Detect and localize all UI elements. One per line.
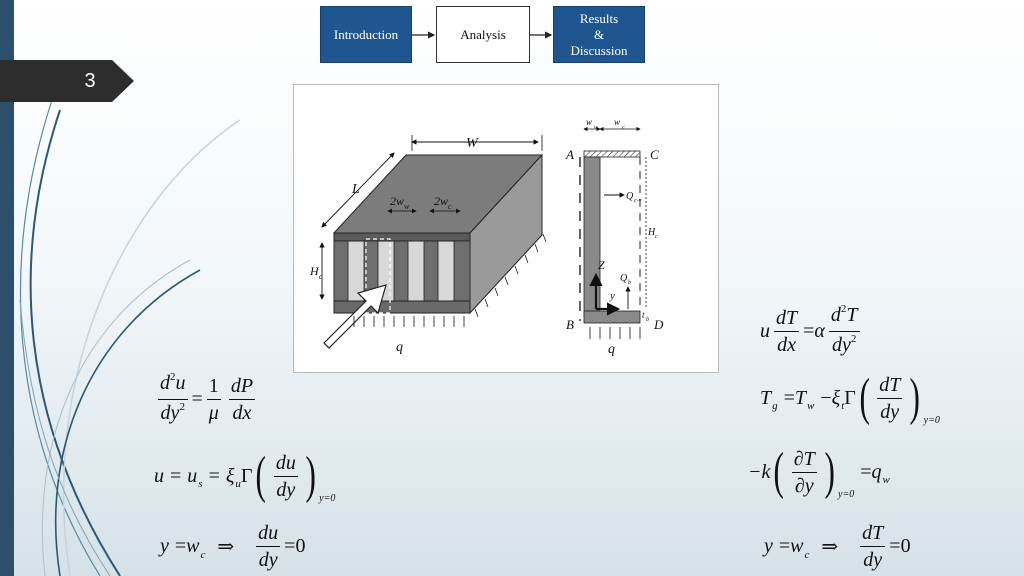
label-tb-sub: b	[646, 317, 649, 323]
page-number: 3	[84, 70, 96, 92]
label-z: Z	[598, 258, 605, 272]
flow-step-results-discussion[interactable]: Results & Discussion	[553, 6, 645, 63]
label-L: L	[351, 182, 360, 197]
label-tb: t	[642, 310, 645, 320]
label-D: D	[653, 317, 664, 332]
heat-sink-diagram: W L H c 2w w 2w c q	[309, 117, 664, 357]
label-Qcv-sub: c-v	[634, 198, 642, 204]
base-plate	[333, 300, 471, 314]
label-q-right: q	[608, 342, 615, 357]
top-plate-front	[333, 232, 471, 242]
flow-step-analysis[interactable]: Analysis	[436, 6, 530, 63]
label-He2-sub: c	[655, 234, 658, 240]
label-W: W	[466, 136, 479, 151]
label-He-sub: c	[319, 272, 323, 281]
flow-step-introduction[interactable]: Introduction	[320, 6, 412, 63]
decorative-swoosh	[19, 99, 241, 576]
label-A: A	[565, 147, 574, 162]
page-number-tab	[0, 60, 134, 102]
label-2wc: 2w	[434, 194, 448, 208]
flow-arrows	[412, 31, 553, 39]
sidebar-accent-bar	[0, 0, 14, 576]
label-He: H	[309, 264, 320, 278]
label-C: C	[650, 147, 659, 162]
flow-inlet-arrow	[323, 284, 387, 349]
adiabatic-top	[583, 150, 641, 158]
label-ww-sub: w	[594, 125, 598, 131]
label-y: y	[609, 290, 615, 302]
label-2ww: 2w	[390, 194, 404, 208]
label-q-left: q	[396, 340, 403, 355]
label-Qb-sub: b	[628, 280, 631, 286]
label-ww: w	[586, 117, 592, 127]
label-B: B	[566, 317, 574, 332]
heat-sink-figure: W L H c 2w w 2w c q	[293, 84, 719, 373]
base-wall	[583, 310, 641, 324]
label-wc-sub: c	[622, 125, 625, 131]
label-Qb: Q	[620, 273, 628, 284]
label-2wc-sub: c	[448, 202, 452, 211]
fin-wall	[583, 156, 601, 318]
label-wc: w	[614, 117, 620, 127]
fins	[333, 240, 471, 302]
heat-flux-arrows	[353, 233, 547, 327]
label-2ww-sub: w	[404, 202, 410, 211]
label-Qcv: Q	[626, 191, 634, 202]
label-He2: H	[647, 227, 656, 238]
